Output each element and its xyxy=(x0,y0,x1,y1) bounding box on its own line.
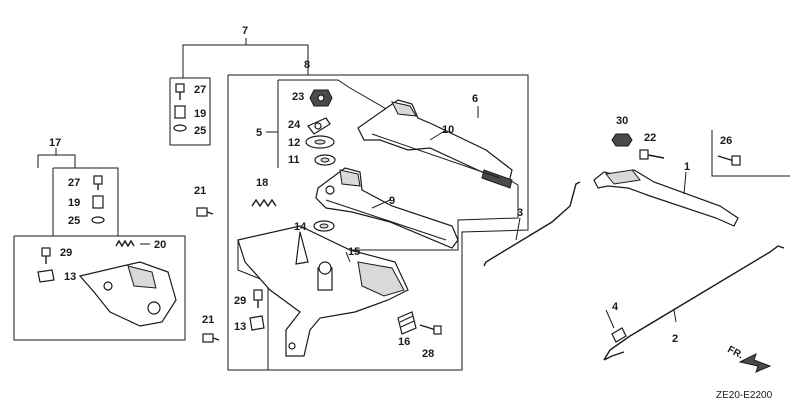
control-base-15 xyxy=(237,225,409,357)
label-28: 28 xyxy=(422,348,434,360)
label-11: 11 xyxy=(288,154,300,166)
bolt-29-left xyxy=(41,247,51,264)
control-lever-1 xyxy=(593,169,739,227)
washer-25-top xyxy=(173,124,187,132)
label-27-left: 27 xyxy=(68,177,80,189)
label-8: 8 xyxy=(304,59,310,71)
nut-23 xyxy=(309,89,333,107)
label-23: 23 xyxy=(292,91,304,103)
label-17: 17 xyxy=(49,137,61,149)
label-29-frame: 29 xyxy=(234,295,246,307)
label-25-top: 25 xyxy=(194,125,206,137)
leader-lines xyxy=(140,106,687,329)
label-19-top: 19 xyxy=(194,108,206,120)
group-bracket-17 xyxy=(13,148,186,341)
washer-14 xyxy=(313,220,335,232)
bolt-28 xyxy=(419,324,442,335)
label-1: 1 xyxy=(684,161,690,173)
label-9: 9 xyxy=(389,195,395,207)
fr-label: FR. xyxy=(726,344,746,361)
label-19-left: 19 xyxy=(68,197,80,209)
spring-18 xyxy=(251,198,277,208)
label-15: 15 xyxy=(348,246,360,258)
nut-19-top xyxy=(174,105,186,119)
front-direction-arrow: FR. xyxy=(726,344,772,373)
bolt-21-upper xyxy=(196,207,214,217)
nut-19-left xyxy=(92,195,104,209)
label-10: 10 xyxy=(442,124,454,136)
label-7: 7 xyxy=(242,25,248,37)
clip-13-left xyxy=(37,269,55,283)
label-14: 14 xyxy=(294,221,307,233)
clip-24 xyxy=(307,117,331,135)
label-25-left: 25 xyxy=(68,215,80,227)
drawing-code: ZE20-E2200 xyxy=(716,390,773,401)
label-4: 4 xyxy=(612,301,619,313)
clip-13-frame xyxy=(249,315,265,331)
rod-3 xyxy=(483,181,581,267)
label-16: 16 xyxy=(398,336,410,348)
label-27-top: 27 xyxy=(194,84,206,96)
spring-4 xyxy=(611,327,627,343)
spring-16 xyxy=(397,311,417,335)
label-2: 2 xyxy=(672,333,678,345)
washer-12 xyxy=(305,135,335,149)
label-29-left: 29 xyxy=(60,247,72,259)
label-6: 6 xyxy=(472,93,478,105)
label-24: 24 xyxy=(288,119,301,131)
label-12: 12 xyxy=(288,137,300,149)
label-13-left: 13 xyxy=(64,271,76,283)
callout-frame-26 xyxy=(711,130,790,177)
bolt-27-top xyxy=(175,83,185,100)
label-13-frame: 13 xyxy=(234,321,246,333)
control-base-17-assembly xyxy=(78,261,177,327)
label-30: 30 xyxy=(616,115,628,127)
group-bracket-7-8 xyxy=(169,38,309,146)
label-5: 5 xyxy=(256,127,262,139)
label-20: 20 xyxy=(154,239,166,251)
spring-20 xyxy=(115,239,135,248)
governor-arm-10 xyxy=(357,99,513,189)
label-26: 26 xyxy=(720,135,732,147)
bolt-29-frame xyxy=(253,289,263,308)
washer-25-left xyxy=(91,216,105,224)
bolt-21-lower xyxy=(202,333,220,343)
washer-11 xyxy=(314,154,336,166)
bolt-22 xyxy=(639,149,665,160)
label-18: 18 xyxy=(256,177,268,189)
nut-30 xyxy=(611,133,633,147)
bolt-26 xyxy=(717,155,741,166)
cable-rod-2 xyxy=(603,245,785,361)
label-22: 22 xyxy=(644,132,656,144)
callout-labels: 7 8 27 19 25 17 27 19 25 21 29 13 20 21 … xyxy=(49,25,732,360)
bolt-27-left xyxy=(93,175,103,190)
label-21-upper: 21 xyxy=(194,185,206,197)
label-3: 3 xyxy=(517,207,523,219)
governor-arm-9 xyxy=(315,167,459,249)
label-21-lower: 21 xyxy=(202,314,214,326)
